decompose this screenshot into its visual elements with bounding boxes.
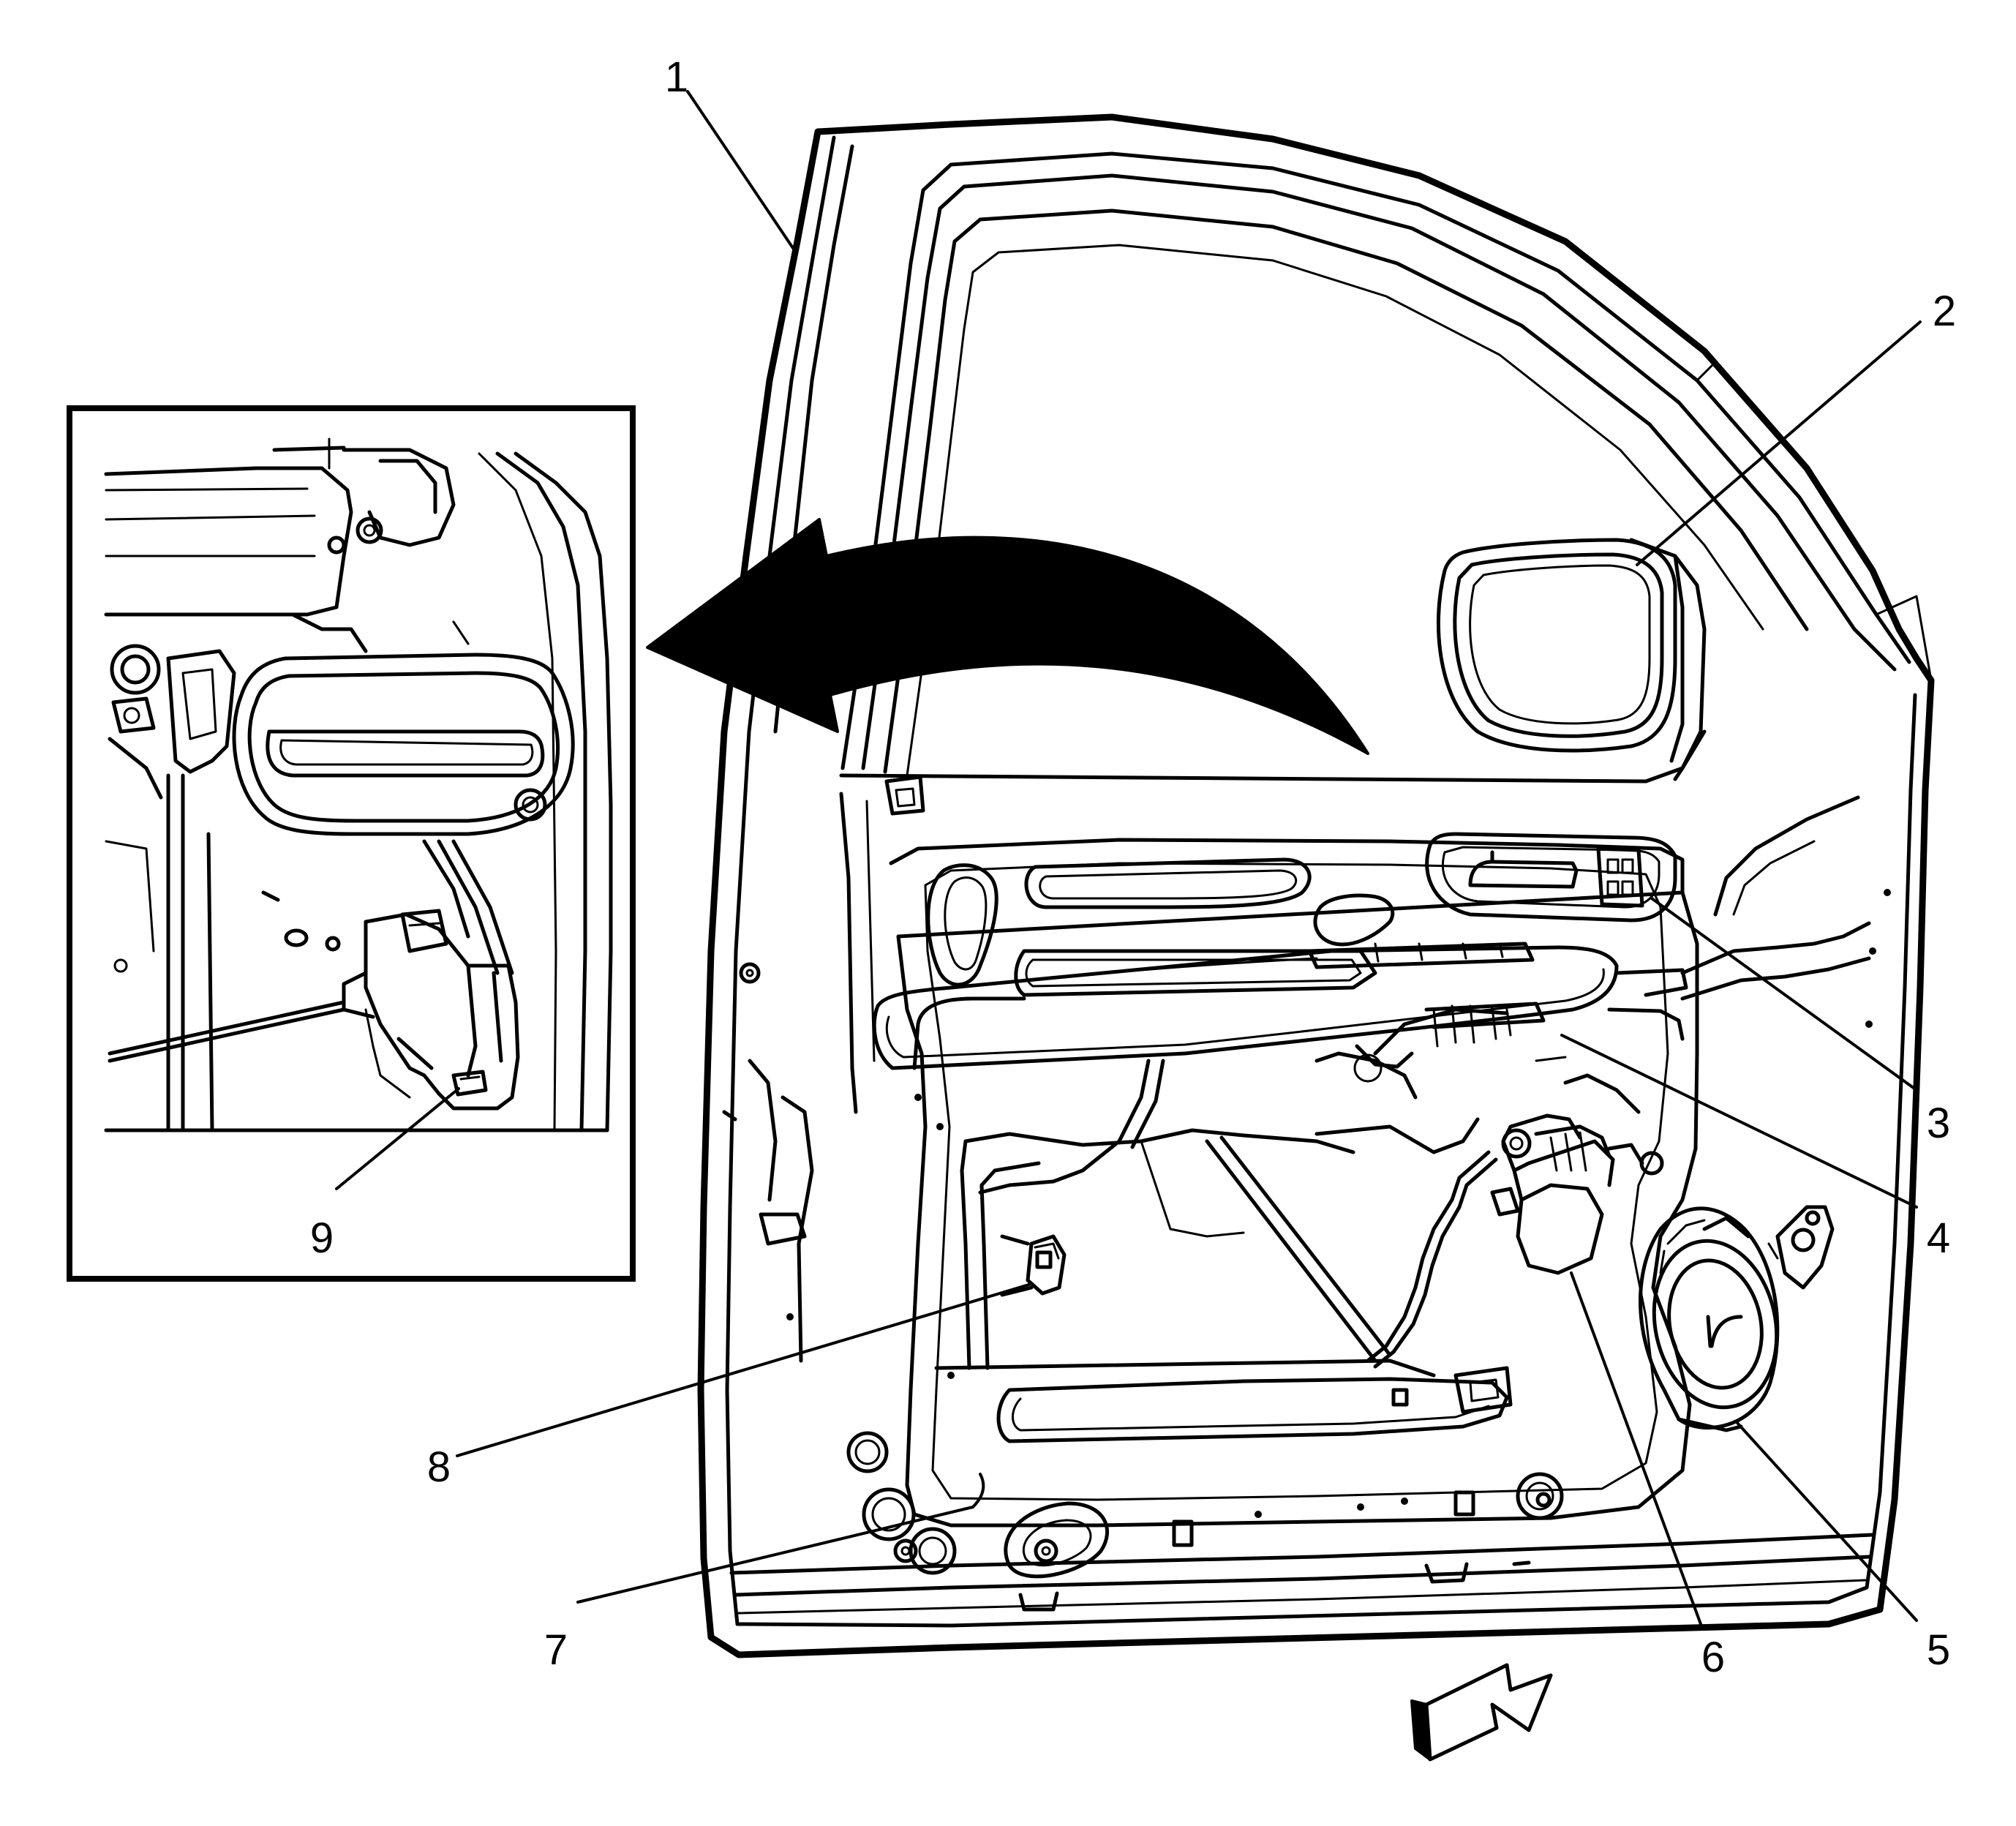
trim-panel-upper [872, 795, 1871, 1070]
leader-6 [1570, 1271, 1702, 1626]
callout-1: 1 [665, 53, 688, 101]
leader-1 [686, 90, 797, 254]
callout-2: 2 [1933, 288, 1956, 335]
leader-7 [576, 1506, 974, 1604]
leader-lines [335, 90, 1922, 1626]
door-lower-pocket [934, 1359, 1513, 1443]
forward-orientation-arrow [1410, 1663, 1553, 1762]
callout-4: 4 [1927, 1214, 1950, 1262]
detail-inset [67, 405, 636, 1282]
leader-7-hook [971, 1473, 985, 1508]
door-inner-module [960, 1002, 1641, 1370]
leader-3 [1650, 897, 1918, 1092]
speaker [1639, 1205, 1835, 1432]
leader-4 [1560, 1034, 1918, 1209]
leader-8 [456, 1282, 1033, 1457]
outside-mirror [1437, 538, 1707, 781]
door-frame [697, 113, 1935, 1658]
leader-5 [1736, 1421, 1918, 1622]
remove-direction-arrow [646, 518, 1369, 755]
leader-2 [1636, 320, 1922, 566]
callout-7: 7 [544, 1626, 568, 1674]
window-motor [1366, 1113, 1664, 1369]
callout-6: 6 [1701, 1634, 1725, 1681]
callout-5: 5 [1927, 1626, 1950, 1674]
callout-9: 9 [310, 1214, 334, 1262]
callout-labels: 1 2 3 4 5 6 7 8 9 [310, 53, 1956, 1681]
inside-handle-switch [1425, 832, 1677, 923]
callout-8: 8 [427, 1443, 451, 1491]
leader-9 [335, 1087, 460, 1190]
connector-8 [1000, 1234, 1067, 1297]
callout-3: 3 [1927, 1100, 1950, 1147]
